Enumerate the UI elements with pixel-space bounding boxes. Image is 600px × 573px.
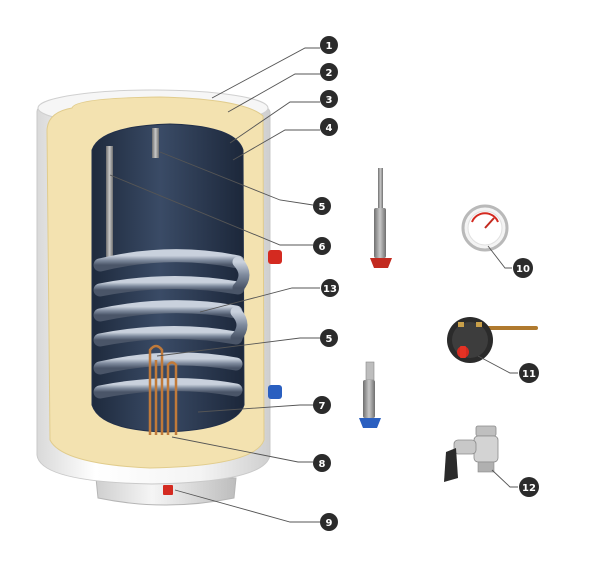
callout-badge-5-top: 5 [313,197,331,215]
callout-badge-7: 7 [313,396,331,414]
svg-text:7: 7 [319,401,326,412]
svg-text:13: 13 [323,284,337,295]
svg-text:5: 5 [326,334,333,345]
heating-element [148,344,178,435]
svg-text:5: 5 [319,202,326,213]
power-indicator-icon [163,485,173,495]
callout-badge-3: 3 [320,90,338,108]
callout-badge-11: 11 [519,363,539,383]
heat-exchanger-coil [93,249,250,399]
leader-lines [109,47,518,523]
svg-text:2: 2 [326,68,333,79]
callout-badge-12: 12 [519,477,539,497]
hot-water-pipe [106,146,113,261]
svg-text:9: 9 [326,518,333,529]
svg-text:1: 1 [326,41,333,52]
svg-text:6: 6 [319,242,326,253]
safety-valve-icon [444,425,499,482]
svg-text:10: 10 [516,264,530,275]
water-heater-cutaway [36,89,282,506]
thermometer-gauge-icon [461,204,509,252]
callout-badge-9: 9 [320,513,338,531]
svg-text:12: 12 [522,483,536,494]
callout-badge-13: 13 [321,279,339,297]
magnesium-anode-long [359,361,381,428]
callout-badge-8: 8 [313,454,331,472]
callout-badge-1: 1 [320,36,338,54]
magnesium-anode-short [370,168,392,268]
callout-badge-4: 4 [320,118,338,136]
thermostat-icon [447,317,538,363]
callout-badge-2: 2 [320,63,338,81]
callout-badges: 1 2 3 4 5 6 13 5 [313,36,539,531]
svg-text:3: 3 [326,95,333,106]
callout-badge-10: 10 [513,258,533,278]
hot-outlet-connector [268,250,282,264]
svg-text:8: 8 [319,459,326,470]
svg-text:4: 4 [326,123,333,134]
svg-text:11: 11 [522,369,536,380]
callout-badge-6: 6 [313,237,331,255]
anode-rod-top [152,128,159,158]
callout-badge-5-bottom: 5 [320,329,338,347]
cold-inlet-connector [268,385,282,399]
